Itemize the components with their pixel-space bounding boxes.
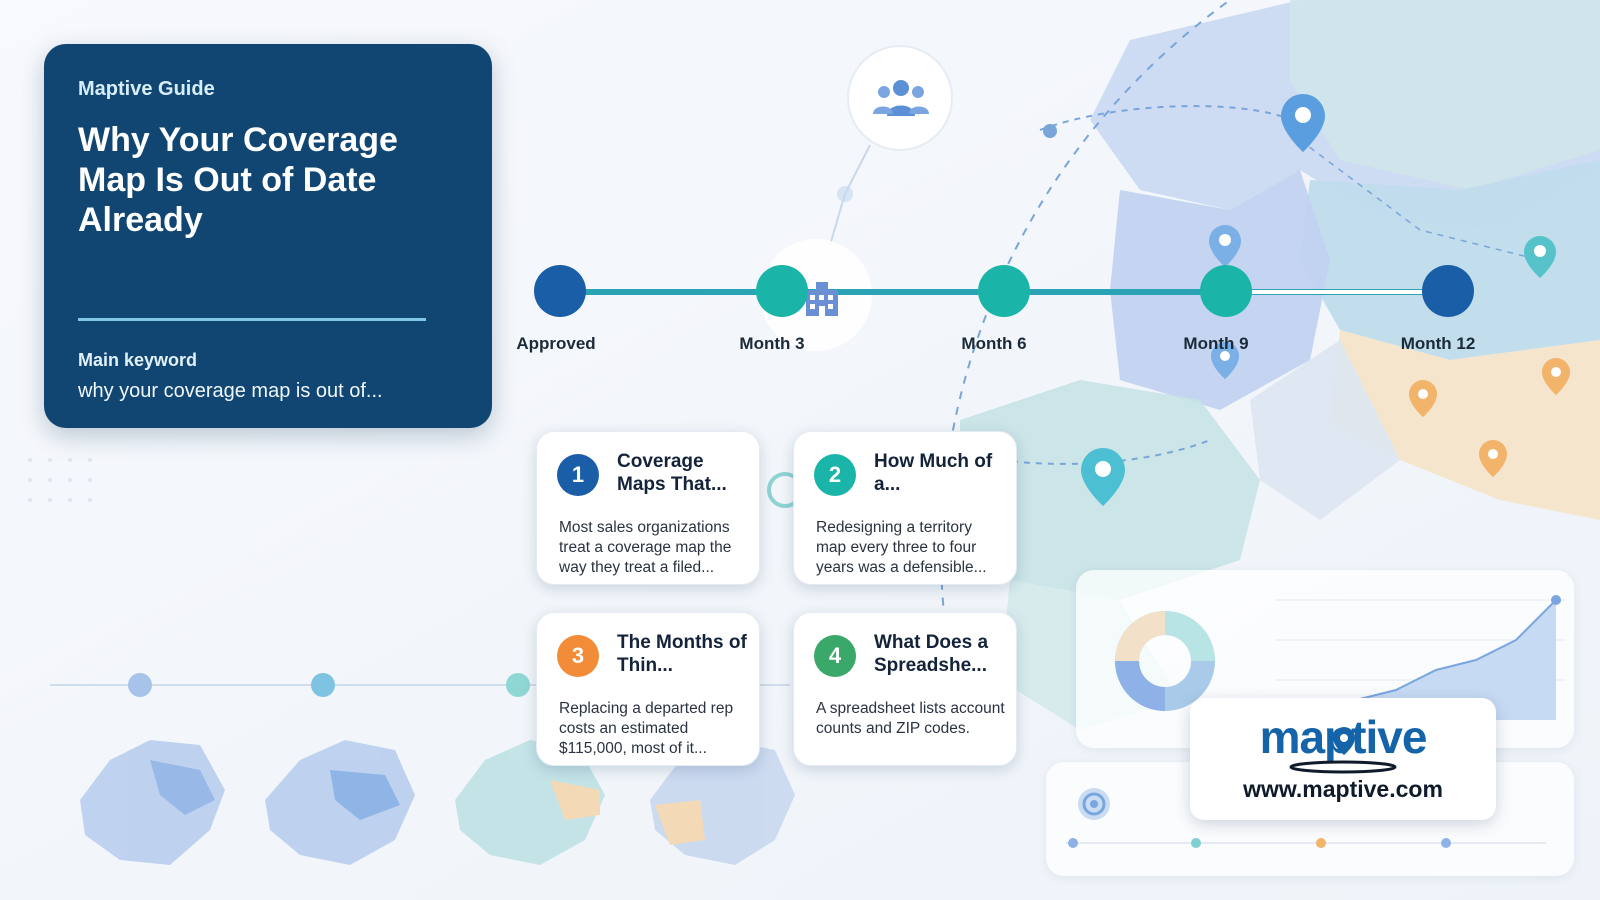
- section-excerpt: Most sales organizations treat a coverag…: [559, 519, 732, 576]
- section-excerpt: Replacing a departed rep costs an estima…: [559, 700, 734, 757]
- keyword-value: why your coverage map is out of...: [78, 380, 383, 402]
- section-title: Coverage Maps That...: [617, 451, 727, 495]
- keyword-label: Main keyword: [78, 350, 198, 370]
- section-card-2[interactable]: 2 How Much of a... Redesigning a territo…: [793, 431, 1017, 585]
- section-title: How Much of a...: [874, 451, 993, 495]
- section-number-badge: 2: [814, 454, 856, 496]
- section-card-4[interactable]: 4 What Does a Spreadshe... A spreadsheet…: [793, 612, 1017, 766]
- guide-eyebrow: Maptive Guide: [78, 78, 215, 100]
- target-icon: [1078, 788, 1110, 820]
- progress-track: [1066, 842, 1546, 844]
- hero-card: Maptive Guide Why Your Coverage Map Is O…: [44, 44, 492, 428]
- page-title: Why Your Coverage Map Is Out of Date Alr…: [78, 121, 398, 239]
- section-number-badge: 3: [557, 635, 599, 677]
- section-excerpt: A spreadsheet lists account counts and Z…: [816, 700, 1005, 737]
- donut-chart-icon: [1115, 611, 1215, 711]
- logo-swoosh: [1289, 760, 1397, 774]
- progress-dot: [1441, 838, 1451, 848]
- people-icon: [873, 80, 929, 116]
- section-card-3[interactable]: 3 The Months of Thin... Replacing a depa…: [536, 612, 760, 766]
- map-pin-icon: [1333, 727, 1355, 755]
- section-number-badge: 4: [814, 635, 856, 677]
- section-excerpt: Redesigning a territory map every three …: [816, 519, 987, 576]
- brand-logo-card[interactable]: maptive www.maptive.com: [1190, 698, 1496, 820]
- divider: [78, 318, 426, 321]
- section-title: What Does a Spreadshe...: [874, 632, 989, 676]
- progress-dot: [1068, 838, 1078, 848]
- progress-dot: [1316, 838, 1326, 848]
- website-url[interactable]: www.maptive.com: [1243, 776, 1443, 802]
- section-card-1[interactable]: 1 Coverage Maps That... Most sales organ…: [536, 431, 760, 585]
- section-number-badge: 1: [557, 454, 599, 496]
- progress-dot: [1191, 838, 1201, 848]
- section-title: The Months of Thin...: [617, 632, 747, 676]
